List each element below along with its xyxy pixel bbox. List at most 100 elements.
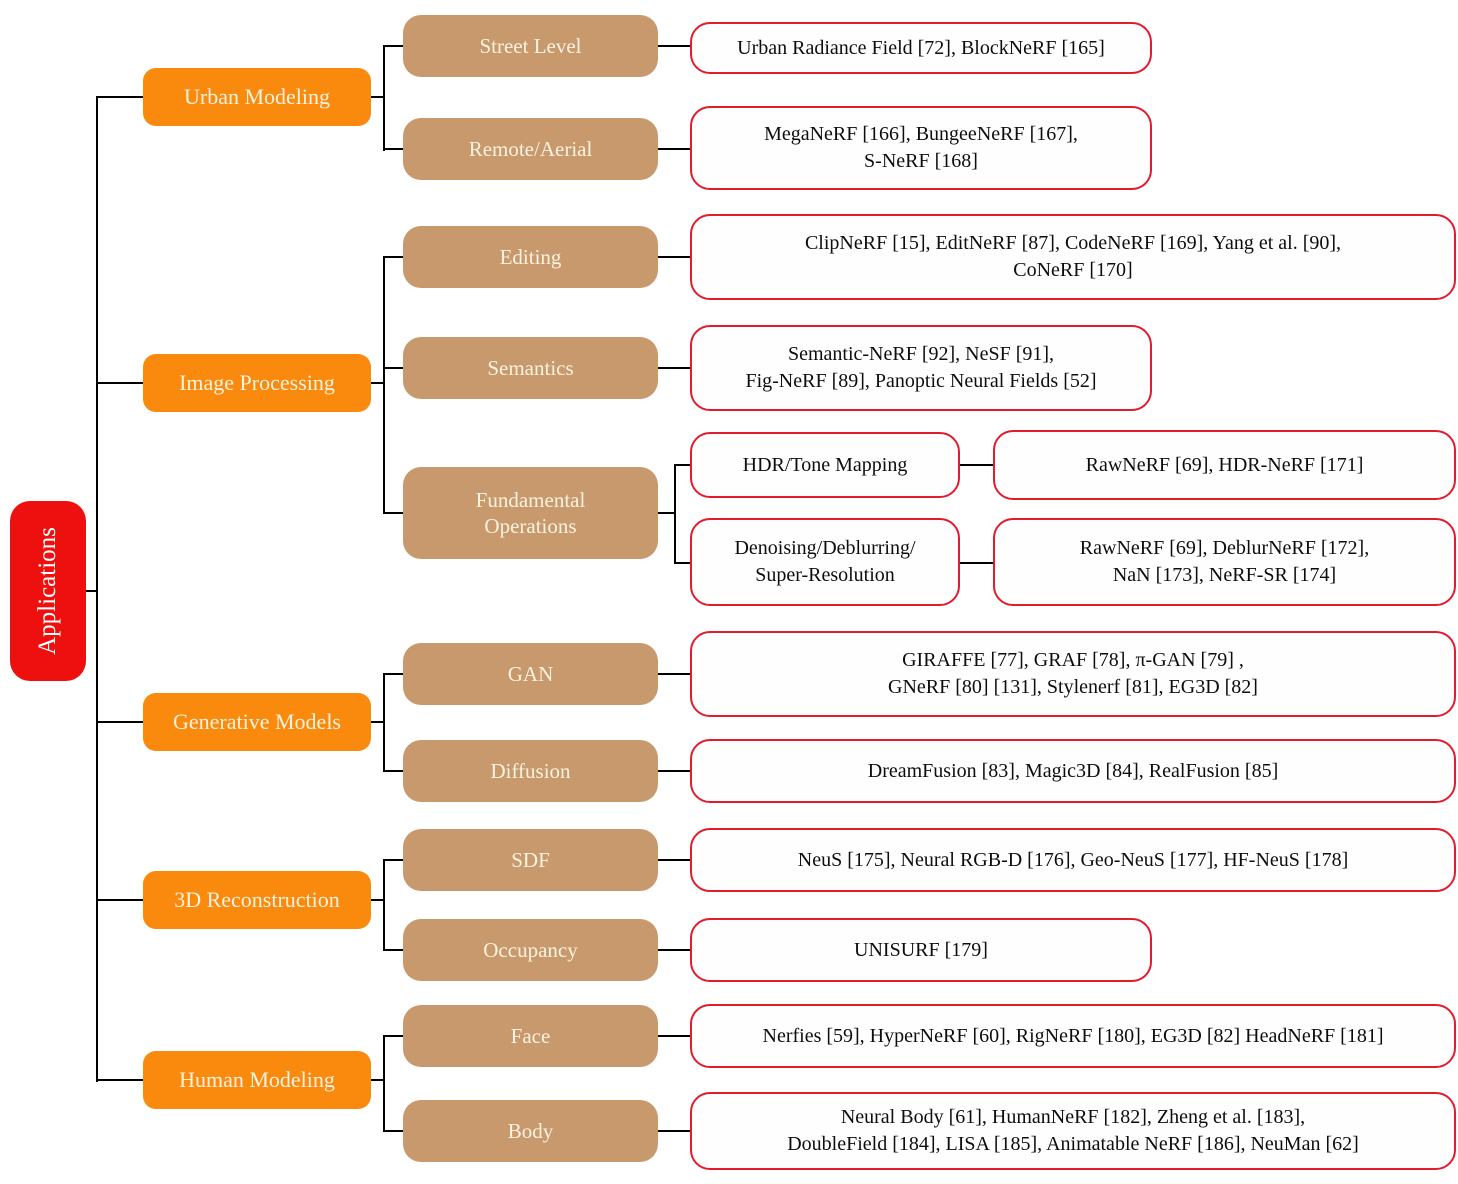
subcategory-face: Face bbox=[403, 1005, 658, 1067]
subcategory-label: HDR/Tone Mapping bbox=[742, 453, 908, 476]
paper-list: MegaNeRF [166], BungeeNeRF [167], S-NeRF… bbox=[764, 123, 1078, 172]
connector-human bbox=[96, 1079, 143, 1081]
connector-street bbox=[383, 45, 403, 47]
connector-denoise bbox=[674, 562, 690, 564]
category-human-modeling: Human Modeling bbox=[143, 1051, 371, 1109]
connector-face-leaf bbox=[658, 1035, 690, 1037]
connector-human-branch bbox=[371, 1079, 385, 1081]
connector-image-branch bbox=[371, 382, 385, 384]
connector-diffusion-leaf bbox=[658, 770, 690, 772]
connector-diffusion bbox=[383, 770, 403, 772]
connector-gan bbox=[383, 673, 403, 675]
category-label: Generative Models bbox=[173, 709, 341, 734]
paper-list: GIRAFFE [77], GRAF [78], π-GAN [79] , GN… bbox=[888, 649, 1258, 698]
connector-semantics bbox=[383, 367, 403, 369]
subcategory-label: SDF bbox=[511, 847, 550, 872]
root-node-applications: Applications bbox=[10, 501, 86, 681]
subcategory-label: Semantics bbox=[487, 355, 574, 380]
branch-urban bbox=[383, 45, 385, 151]
connector-hdr-tone-leaf bbox=[960, 464, 993, 466]
category-image-processing: Image Processing bbox=[143, 354, 371, 412]
connector-reconstruction-branch bbox=[371, 899, 385, 901]
category-3d-reconstruction: 3D Reconstruction bbox=[143, 871, 371, 929]
subcategory-gan: GAN bbox=[403, 643, 658, 705]
subcategory-label: Street Level bbox=[479, 33, 582, 58]
connector-editing bbox=[383, 256, 403, 258]
branch-reconstruction bbox=[383, 859, 385, 951]
category-label: Image Processing bbox=[179, 370, 335, 395]
leaf-hdr-tone-papers: RawNeRF [69], HDR-NeRF [171] bbox=[993, 430, 1456, 500]
category-generative-models: Generative Models bbox=[143, 693, 371, 751]
paper-list: ClipNeRF [15], EditNeRF [87], CodeNeRF [… bbox=[804, 232, 1342, 281]
paper-list: UNISURF [179] bbox=[854, 938, 988, 961]
paper-list: Semantic-NeRF [92], NeSF [91], Fig-NeRF … bbox=[745, 343, 1097, 392]
connector-editing-leaf bbox=[658, 256, 690, 258]
subcategory-street-level: Street Level bbox=[403, 15, 658, 77]
connector-street-leaf bbox=[658, 45, 690, 47]
connector-fundamental bbox=[383, 512, 403, 514]
subcategory-semantics: Semantics bbox=[403, 337, 658, 399]
paper-list: RawNeRF [69], DeblurNeRF [172], NaN [173… bbox=[1079, 537, 1370, 586]
leaf-sdf-papers: NeuS [175], Neural RGB-D [176], Geo-NeuS… bbox=[690, 828, 1456, 892]
connector-remote-leaf bbox=[658, 148, 690, 150]
connector-trunk bbox=[96, 96, 98, 1082]
subcategory-diffusion: Diffusion bbox=[403, 740, 658, 802]
subcategory-label: Denoising/Deblurring/ Super-Resolution bbox=[734, 537, 916, 586]
subcategory-label: GAN bbox=[507, 661, 554, 686]
connector-fundamental-sub bbox=[658, 512, 676, 514]
paper-list: Urban Radiance Field [72], BlockNeRF [16… bbox=[737, 36, 1105, 59]
subcategory-label: Remote/Aerial bbox=[468, 136, 593, 161]
subcategory-label: Diffusion bbox=[490, 758, 571, 783]
connector-reconstruction bbox=[96, 899, 143, 901]
leaf-occupancy-papers: UNISURF [179] bbox=[690, 918, 1152, 982]
category-label: 3D Reconstruction bbox=[174, 887, 340, 912]
paper-list: DreamFusion [83], Magic3D [84], RealFusi… bbox=[867, 759, 1279, 782]
connector-semantics-leaf bbox=[658, 367, 690, 369]
subcategory-label: Occupancy bbox=[483, 937, 578, 962]
leaf-body-papers: Neural Body [61], HumanNeRF [182], Zheng… bbox=[690, 1092, 1456, 1170]
connector-face bbox=[383, 1035, 403, 1037]
connector-gan-leaf bbox=[658, 673, 690, 675]
branch-human bbox=[383, 1035, 385, 1132]
connector-occupancy bbox=[383, 949, 403, 951]
leaf-editing-papers: ClipNeRF [15], EditNeRF [87], CodeNeRF [… bbox=[690, 214, 1456, 300]
subcategory-label: Fundamental Operations bbox=[475, 487, 586, 538]
leaf-face-papers: Nerfies [59], HyperNeRF [60], RigNeRF [1… bbox=[690, 1004, 1456, 1068]
leaf-gan-papers: GIRAFFE [77], GRAF [78], π-GAN [79] , GN… bbox=[690, 631, 1456, 717]
subcategory-label: Body bbox=[507, 1118, 554, 1143]
category-label: Human Modeling bbox=[179, 1067, 335, 1092]
connector-root-stub bbox=[86, 590, 98, 592]
subcategory-label: Face bbox=[510, 1023, 551, 1048]
leaf-street-level-papers: Urban Radiance Field [72], BlockNeRF [16… bbox=[690, 22, 1152, 74]
leaf-remote-aerial-papers: MegaNeRF [166], BungeeNeRF [167], S-NeRF… bbox=[690, 106, 1152, 190]
category-label: Urban Modeling bbox=[183, 84, 331, 109]
connector-generative-branch bbox=[371, 721, 385, 723]
subcategory-body: Body bbox=[403, 1100, 658, 1162]
connector-occupancy-leaf bbox=[658, 949, 690, 951]
connector-generative bbox=[96, 721, 143, 723]
paper-list: NeuS [175], Neural RGB-D [176], Geo-NeuS… bbox=[797, 848, 1349, 871]
root-label: Applications bbox=[34, 527, 62, 655]
subcategory-fundamental-operations: Fundamental Operations bbox=[403, 467, 658, 559]
connector-body bbox=[383, 1130, 403, 1132]
subcategory-label: Editing bbox=[499, 244, 562, 269]
connector-hdr-tone bbox=[674, 464, 690, 466]
subcategory-hdr-tone-mapping: HDR/Tone Mapping bbox=[690, 432, 960, 498]
paper-list: RawNeRF [69], HDR-NeRF [171] bbox=[1085, 453, 1364, 476]
subcategory-denoising-deblurring: Denoising/Deblurring/ Super-Resolution bbox=[690, 518, 960, 606]
connector-urban-branch bbox=[371, 96, 385, 98]
connector-sdf-leaf bbox=[658, 859, 690, 861]
connector-denoise-leaf bbox=[960, 562, 993, 564]
branch-fundamental bbox=[674, 464, 676, 564]
subcategory-occupancy: Occupancy bbox=[403, 919, 658, 981]
leaf-semantics-papers: Semantic-NeRF [92], NeSF [91], Fig-NeRF … bbox=[690, 325, 1152, 411]
branch-image-processing bbox=[383, 256, 385, 514]
subcategory-remote-aerial: Remote/Aerial bbox=[403, 118, 658, 180]
branch-generative bbox=[383, 673, 385, 772]
connector-body-leaf bbox=[658, 1130, 690, 1132]
leaf-diffusion-papers: DreamFusion [83], Magic3D [84], RealFusi… bbox=[690, 739, 1456, 803]
subcategory-editing: Editing bbox=[403, 226, 658, 288]
connector-remote bbox=[383, 148, 403, 150]
category-urban-modeling: Urban Modeling bbox=[143, 68, 371, 126]
